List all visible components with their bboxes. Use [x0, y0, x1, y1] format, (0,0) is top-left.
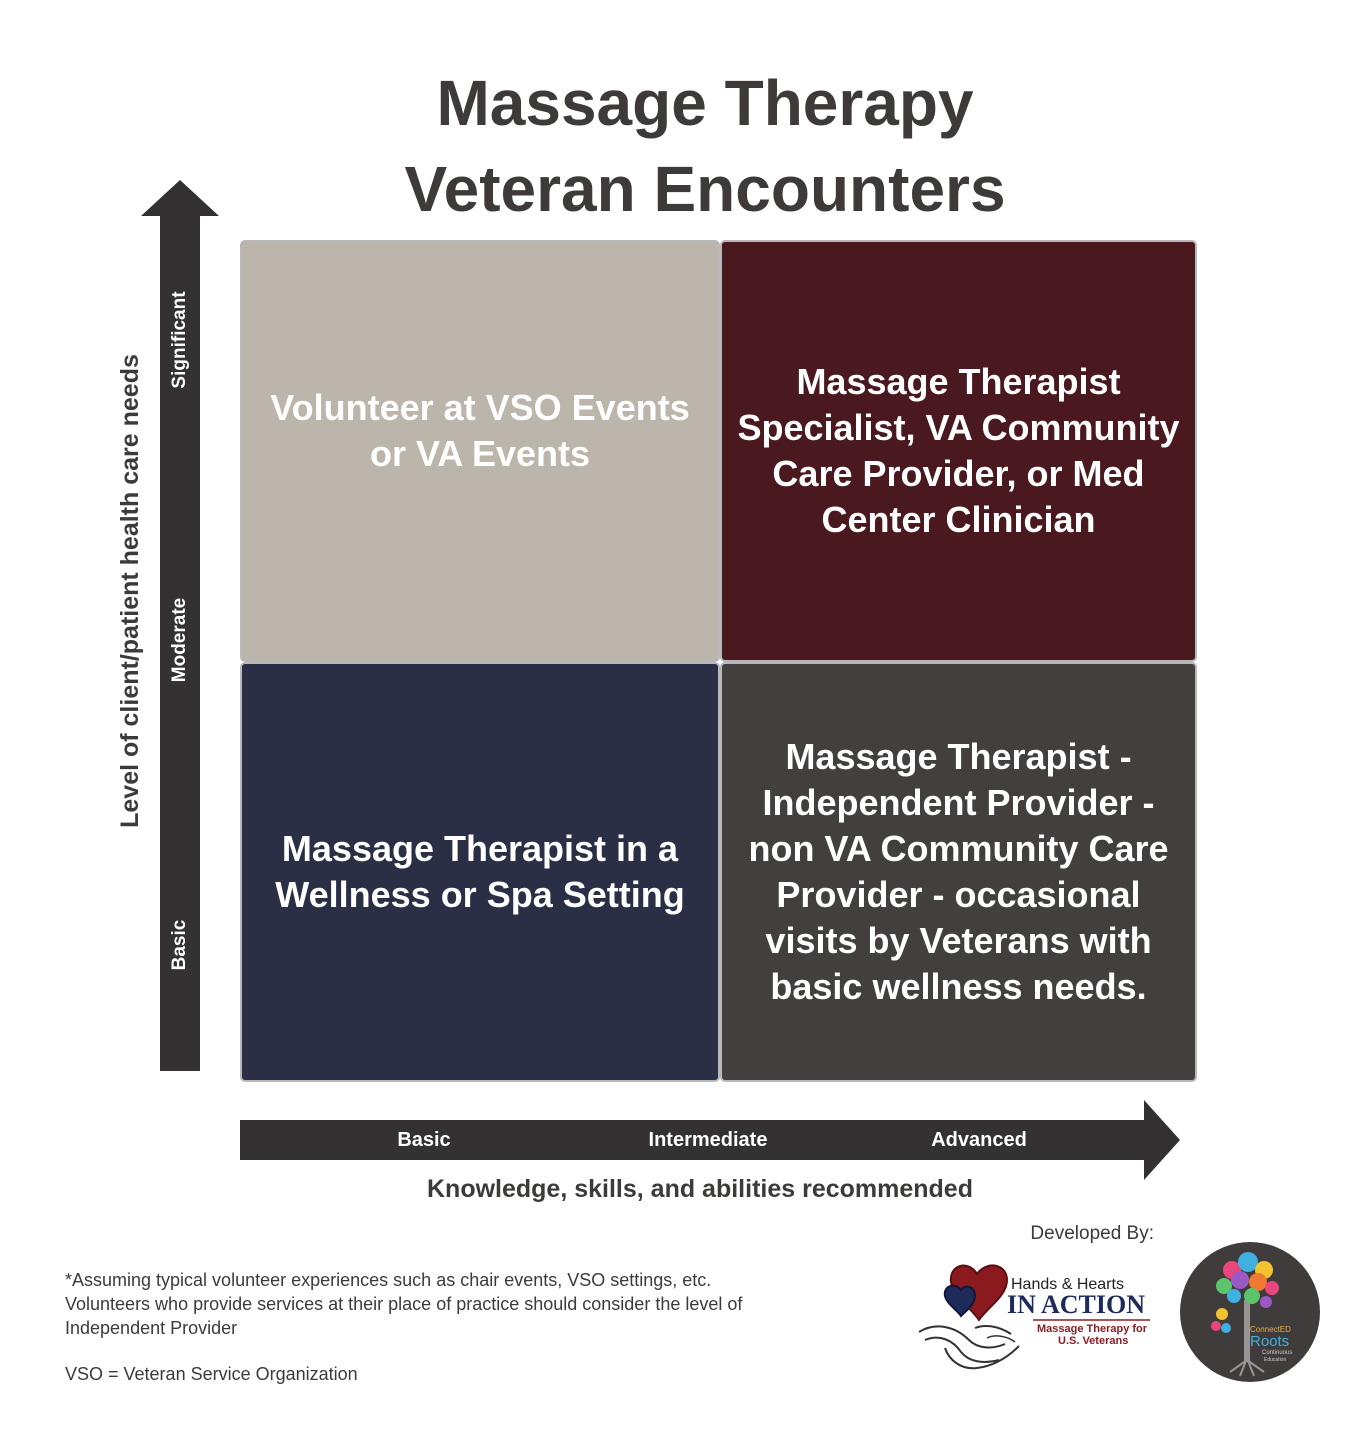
title-line-2: Veteran Encounters: [404, 153, 1006, 225]
quadrant-bottom-right-text: Massage Therapist - Independent Provider…: [748, 736, 1169, 1007]
quadrant-top-left: Volunteer at VSO Events or VA Events: [240, 240, 720, 662]
page-title: Massage Therapy Veteran Encounters: [290, 60, 1120, 232]
y-axis-arrow-head: [141, 180, 219, 216]
x-tick-advanced: Advanced: [931, 1129, 1027, 1151]
y-axis-label: Level of client/patient health care need…: [116, 354, 144, 828]
quadrant-bottom-right: Massage Therapist - Independent Provider…: [720, 662, 1197, 1082]
tree-logo-icon: [1211, 1252, 1279, 1377]
x-axis-arrow-head: [1144, 1100, 1180, 1180]
quadrant-top-left-text: Volunteer at VSO Events or VA Events: [270, 387, 690, 474]
abbreviation-note: VSO = Veteran Service Organization: [65, 1364, 358, 1384]
quadrant-bottom-left-text: Massage Therapist in a Wellness or Spa S…: [275, 828, 685, 915]
x-axis-label: Knowledge, skills, and abilities recomme…: [427, 1175, 973, 1203]
y-axis-arrow: [160, 214, 200, 1071]
quadrant-bottom-left: Massage Therapist in a Wellness or Spa S…: [240, 662, 720, 1082]
quadrant-top-right: Massage Therapist Specialist, VA Communi…: [720, 240, 1197, 662]
hands-hearts-line4: U.S. Veterans: [1058, 1335, 1128, 1347]
connected-roots-logo: ConnectED Roots Continuous Education: [1180, 1242, 1320, 1382]
hands-hearts-line2: IN ACTION: [1007, 1290, 1145, 1319]
x-tick-basic: Basic: [397, 1129, 451, 1151]
hands-hearts-logo: Hands & Hearts IN ACTION Massage Therapy…: [918, 1264, 1150, 1370]
y-tick-moderate: Moderate: [169, 597, 190, 683]
developed-by-label: Developed By:: [1030, 1223, 1154, 1244]
hands-hearts-line1: Hands & Hearts: [1011, 1276, 1124, 1293]
quadrant-top-right-text: Massage Therapist Specialist, VA Communi…: [737, 361, 1180, 540]
title-line-1: Massage Therapy: [436, 67, 974, 139]
x-tick-intermediate: Intermediate: [648, 1129, 768, 1151]
roots-line3: Continuous: [1262, 1350, 1292, 1356]
hearts-hands-logo-icon: [918, 1264, 1020, 1370]
y-tick-basic: Basic: [169, 919, 190, 971]
footnote: *Assuming typical volunteer experiences …: [65, 1270, 743, 1338]
roots-line1: ConnectED: [1250, 1325, 1291, 1334]
roots-line2: Roots: [1250, 1333, 1289, 1350]
x-axis-arrow: [240, 1120, 1146, 1160]
hands-hearts-line3: Massage Therapy for: [1037, 1323, 1148, 1335]
y-tick-significant: Significant: [169, 291, 190, 389]
roots-line4: Education: [1264, 1357, 1286, 1363]
